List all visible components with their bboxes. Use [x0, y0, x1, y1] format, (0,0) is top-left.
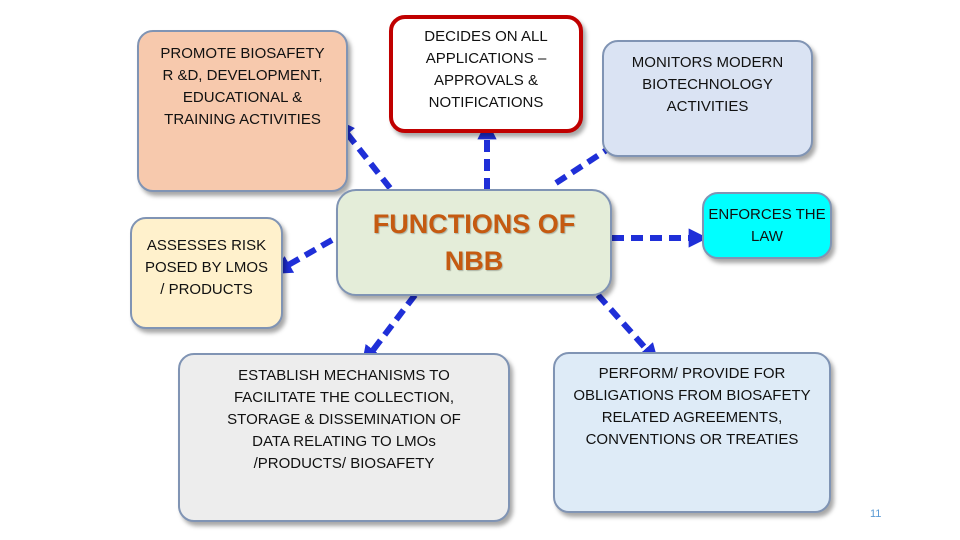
- enforces-law-box: ENFORCES THE LAW: [702, 192, 832, 259]
- perform-obligations-box: PERFORM/ PROVIDE FOR OBLIGATIONS FROM BI…: [553, 352, 831, 513]
- enforces-law-text: ENFORCES THE LAW: [708, 206, 826, 245]
- assesses-risk-text: ASSESSES RISK POSED BY LMOS / PRODUCTS: [144, 237, 269, 298]
- assesses-risk-box: ASSESSES RISK POSED BY LMOS / PRODUCTS: [130, 217, 283, 329]
- decides-applications-text: DECIDES ON ALL APPLICATIONS – APPROVALS …: [424, 28, 548, 111]
- promote-biosafety-box: PROMOTE BIOSAFETY R &D, DEVELOPMENT, EDU…: [137, 30, 348, 192]
- monitors-biotech-box: MONITORS MODERN BIOTECHNOLOGY ACTIVITIES: [602, 40, 813, 157]
- decides-applications-box: DECIDES ON ALL APPLICATIONS – APPROVALS …: [389, 15, 583, 133]
- establish-mechanisms-box: ESTABLISH MECHANISMS TO FACILITATE THE C…: [178, 353, 510, 522]
- monitors-biotech-text: MONITORS MODERN BIOTECHNOLOGY ACTIVITIES: [631, 54, 784, 115]
- arrow-to-perform: [595, 293, 659, 363]
- arrow-to-promote: [335, 118, 393, 190]
- arrow-to-establish: [361, 293, 418, 366]
- page-number: 11: [870, 508, 882, 520]
- arrow-to-assesses: [272, 237, 334, 275]
- promote-biosafety-text: PROMOTE BIOSAFETY R &D, DEVELOPMENT, EDU…: [160, 45, 325, 128]
- center-title-line2: NBB: [444, 245, 504, 276]
- center-title-line1: FUNCTIONS OF: [372, 208, 576, 239]
- center-functions-box: FUNCTIONS OF NBB: [336, 189, 612, 296]
- perform-obligations-text: PERFORM/ PROVIDE FOR OBLIGATIONS FROM BI…: [573, 365, 811, 448]
- establish-mechanisms-text: ESTABLISH MECHANISMS TO FACILITATE THE C…: [227, 367, 461, 472]
- arrow-to-monitors: [554, 133, 632, 186]
